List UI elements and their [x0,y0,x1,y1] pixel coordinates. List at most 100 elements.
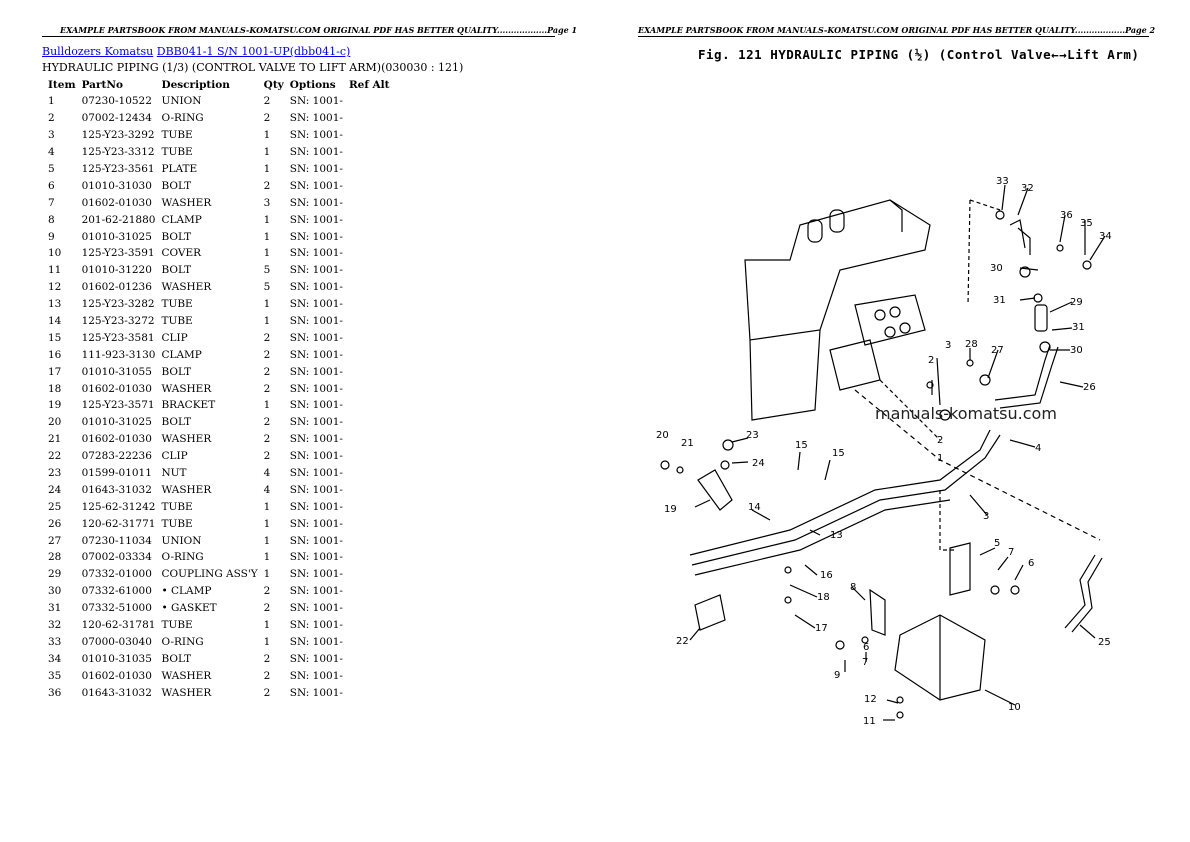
breadcrumb-link-model[interactable]: DBB041-1 S/N 1001-UP(dbb041-c) [156,45,351,58]
cell-options: SN: 1001- [289,635,343,648]
column-header-partno: PartNo [81,78,123,91]
cell-ref-alt [346,465,393,482]
cell-item: 28 [48,551,62,564]
cell-qty: 1 [263,129,271,142]
cell-ref-alt [346,667,393,684]
cell-partno: 125-Y23-3312 [81,146,155,159]
cell-item: 15 [48,331,62,344]
callout-31b: 31 [1072,322,1085,333]
page-header-left: EXAMPLE PARTSBOOK FROM MANUALS-KOMATSU.C… [60,25,578,35]
cell-description: BOLT [161,230,192,243]
cell-options: SN: 1001- [289,551,343,564]
cell-ref-alt [346,650,393,667]
cell-options: SN: 1001- [289,163,343,175]
column-header-qty: Qty [263,78,284,91]
callout-17: 17 [815,623,828,634]
cell-partno: 07283-22236 [81,450,152,463]
page-title: HYDRAULIC PIPING (1/3) (CONTROL VALVE TO… [42,61,464,74]
cell-qty: 1 [263,399,271,412]
cell-item: 12 [48,281,62,294]
cell-qty: 4 [263,483,271,496]
callout-30b: 30 [1070,345,1083,356]
cell-partno: 01602-01030 [81,382,152,395]
cell-partno: 07002-12434 [81,112,152,125]
cell-qty: 3 [263,196,271,209]
cell-qty: 2 [263,331,271,344]
cell-partno: 01010-31220 [81,264,152,277]
cell-options: SN: 1001- [289,95,343,108]
callout-27: 27 [991,345,1004,356]
cell-ref-alt [346,431,393,448]
cell-ref-alt [346,161,393,178]
cell-ref-alt [346,515,393,532]
callout-34: 34 [1099,231,1112,242]
cell-options: SN: 1001- [289,686,343,699]
header-divider-right [638,36,1149,37]
callout-3b: 3 [983,511,989,522]
page-header-right: EXAMPLE PARTSBOOK FROM MANUALS-KOMATSU.C… [638,25,1156,35]
cell-ref-alt [346,481,393,498]
cell-description: WASHER [161,281,212,294]
cell-partno: 07230-10522 [81,95,152,108]
callout-4: 4 [1035,443,1041,454]
cell-description: • CLAMP [161,585,212,598]
cell-options: SN: 1001- [289,129,343,142]
cell-ref-alt [346,549,393,566]
cell-item: 29 [48,568,62,581]
cell-options: SN: 1001- [289,500,343,513]
cell-item: 32 [48,619,62,632]
parts-table: Item PartNo Description Qty Options Ref … [44,76,393,701]
cell-partno: 125-Y23-3591 [81,247,155,260]
header-divider-left [42,36,555,37]
cell-item: 30 [48,585,62,598]
cell-ref-alt [346,110,393,127]
callout-16: 16 [820,570,833,581]
cell-item: 8 [48,213,55,226]
cell-partno: 125-Y23-3272 [81,315,155,328]
cell-description: TUBE [161,146,193,159]
cell-partno: 125-Y23-3292 [81,129,155,142]
cell-qty: 2 [263,348,271,361]
cell-item: 25 [48,500,62,513]
cell-partno: 125-Y23-3571 [81,399,155,412]
cell-qty: 1 [263,230,271,243]
cell-partno: 125-Y23-3581 [81,331,155,344]
cell-ref-alt [346,684,393,701]
breadcrumb-link-category[interactable]: Bulldozers Komatsu [42,45,154,58]
callout-31a: 31 [993,295,1006,306]
cell-options: SN: 1001- [289,179,343,192]
cell-qty: 1 [263,247,271,260]
cell-item: 4 [48,146,55,159]
cell-ref-alt [346,448,393,465]
callout-36: 36 [1060,210,1073,221]
cell-description: TUBE [161,619,193,632]
cell-item: 19 [48,399,62,412]
cell-ref-alt [346,380,393,397]
cell-description: TUBE [161,500,193,513]
cell-options: SN: 1001- [289,669,343,682]
cell-description: CLAMP [161,213,202,226]
callout-21: 21 [681,438,694,449]
cell-options: SN: 1001- [289,483,343,496]
cell-qty: 1 [263,315,271,328]
cell-options: SN: 1001- [289,230,343,243]
cell-item: 34 [48,652,62,665]
cell-partno: 01602-01030 [81,669,152,682]
callout-20: 20 [656,430,669,441]
cell-options: SN: 1001- [289,450,343,463]
